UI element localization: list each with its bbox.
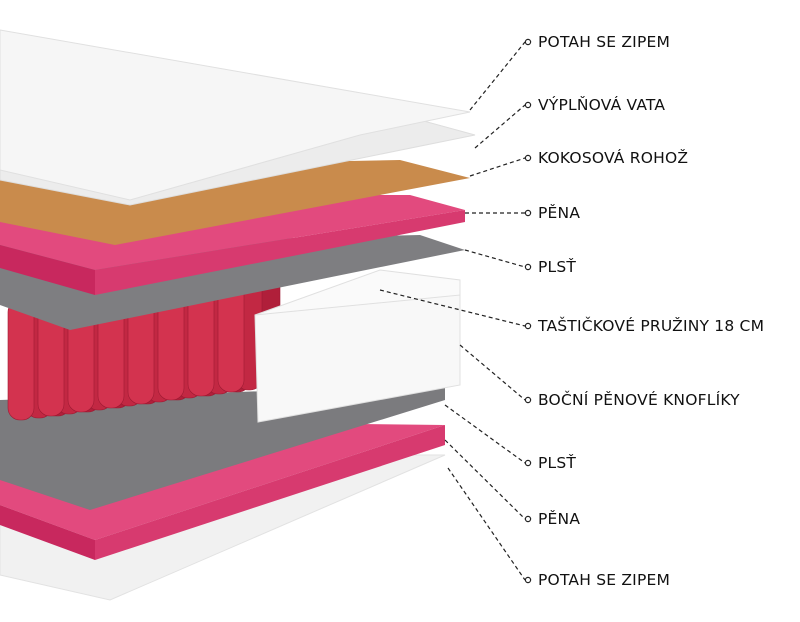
lower-foam-side [0, 505, 95, 560]
leader-endpoint-icon [524, 576, 532, 584]
layer-label: POTAH SE ZIPEM [538, 33, 671, 51]
leader-endpoint-icon [524, 154, 532, 162]
leader-endpoint-icon [524, 38, 532, 46]
leader-endpoint-icon [524, 101, 532, 109]
leader-lines [379, 38, 532, 584]
leader-endpoint-icon [524, 459, 532, 467]
side-foam-block [254, 294, 461, 423]
leader-line [379, 289, 526, 327]
leader-line [459, 344, 526, 401]
layer-label: VÝPLŇOVÁ VATA [538, 96, 666, 114]
lower-felt-layer [0, 385, 445, 510]
leader-line [444, 439, 526, 520]
leader-line [444, 404, 526, 464]
leader-line [469, 157, 526, 177]
layer-label: BOČNÍ PĚNOVÉ KNOFLÍKY [538, 391, 740, 409]
layer-label: KOKOSOVÁ ROHOŽ [538, 149, 689, 167]
leader-line [447, 467, 526, 581]
leader-endpoint-icon [524, 396, 532, 404]
leader-line [464, 249, 526, 268]
top-cover-layer [0, 29, 471, 201]
lower-foam-front [95, 425, 445, 560]
layer-label: PĚNA [538, 204, 581, 222]
leader-line [474, 104, 526, 149]
layer-label: PLSŤ [538, 258, 577, 276]
leader-endpoint-icon [524, 515, 532, 523]
pocket-spring [7, 299, 35, 421]
layer-label: POTAH SE ZIPEM [538, 571, 671, 589]
layer-label: PĚNA [538, 510, 581, 528]
layer-label: TAŠTIČKOVÉ PRUŽINY 18 CM [538, 317, 765, 335]
layer-label: PLSŤ [538, 454, 577, 472]
leader-endpoint-icon [524, 263, 532, 271]
upper-foam-side [0, 245, 95, 295]
upper-foam-front [95, 210, 465, 295]
leader-endpoint-icon [524, 322, 532, 330]
leader-line [469, 41, 526, 111]
leader-endpoint-icon [524, 209, 532, 217]
